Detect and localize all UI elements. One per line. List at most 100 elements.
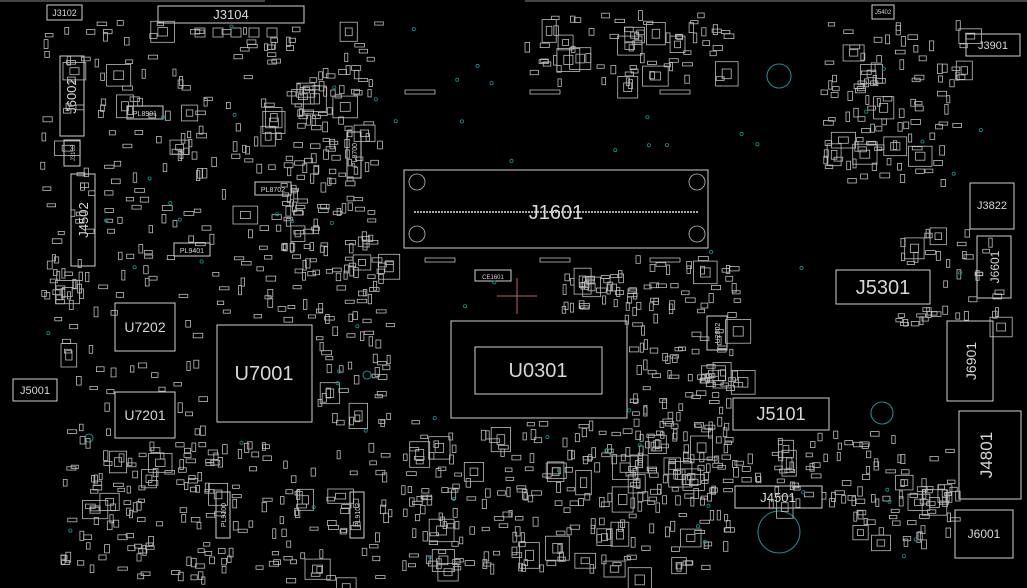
smd-pad	[214, 511, 225, 517]
smd-pad	[210, 459, 221, 466]
connector-j5001[interactable]: J5001	[12, 378, 58, 402]
inductor-pl9102[interactable]: PL9102	[349, 491, 365, 539]
inductor-pl8702[interactable]: PL8702	[254, 181, 292, 196]
connector-j6601[interactable]: J6601	[976, 235, 1012, 299]
smd-pad	[741, 465, 751, 472]
smd-pad	[231, 494, 242, 499]
smd-pad	[123, 500, 132, 505]
smd-pad	[419, 504, 426, 515]
connector-j6001[interactable]: J6001	[954, 509, 1014, 559]
smd-pad	[43, 39, 49, 49]
smd-pad	[371, 257, 383, 263]
connector-j6901[interactable]: J6901	[946, 320, 994, 402]
connector-j5402[interactable]: J5402	[871, 4, 895, 20]
smd-pad	[589, 564, 595, 574]
smd-pad	[480, 429, 487, 441]
smd-pad	[86, 29, 96, 35]
smd-pad	[709, 50, 717, 57]
smd-pad	[641, 325, 645, 336]
smd-pad	[672, 432, 678, 442]
smd-pad	[296, 503, 307, 509]
smd-pad	[885, 34, 890, 45]
smd-pad	[369, 287, 380, 292]
smd-pad	[907, 520, 917, 526]
connector-j6002-label: J6002	[64, 78, 79, 113]
smd-pad	[454, 558, 464, 563]
connector-j3102[interactable]: J3102	[46, 4, 83, 21]
connector-j6002[interactable]: J6002	[59, 55, 85, 137]
smd-pad	[662, 418, 673, 424]
smd-pad	[620, 454, 626, 462]
smd-pad-inner	[294, 230, 302, 238]
smd-pad-inner	[785, 457, 793, 469]
pad-row	[659, 89, 691, 95]
connector-j3901[interactable]: J3901	[965, 33, 1021, 57]
smd-pad	[271, 551, 279, 556]
connector-j5101[interactable]: J5101	[732, 397, 830, 431]
chip-u0301[interactable]: U0301	[450, 320, 628, 419]
smd-pad	[132, 172, 138, 183]
smd-pad	[83, 534, 92, 540]
smd-pad	[70, 209, 76, 217]
smd-pad	[465, 478, 472, 488]
smd-pad	[347, 129, 353, 138]
smd-pad	[310, 173, 315, 184]
smd-pad	[158, 386, 166, 392]
smd-pad	[683, 444, 689, 454]
smd-pad	[515, 516, 524, 521]
smd-pad	[659, 420, 665, 428]
smd-pad	[293, 141, 303, 148]
smd-pad	[504, 467, 513, 473]
smd-pad	[382, 472, 388, 483]
connector-j3822[interactable]: J3822	[969, 182, 1015, 230]
smd-pad	[563, 507, 571, 513]
inductor-pl9401[interactable]: PL9401	[173, 242, 211, 257]
smd-pad	[57, 230, 65, 236]
smd-pad	[85, 271, 90, 283]
smd-pad	[53, 269, 58, 276]
smd-pad	[177, 467, 187, 473]
smd-pad	[354, 414, 361, 423]
smd-pad	[376, 268, 385, 275]
smd-pad	[351, 88, 360, 95]
chip-u7201[interactable]: U7201	[114, 391, 176, 439]
smd-pad	[331, 154, 341, 161]
connector-j1601[interactable]: J1601	[403, 169, 709, 249]
smd-pad	[857, 486, 863, 497]
smd-pad	[873, 461, 880, 471]
smd-pad	[340, 508, 350, 515]
smd-pad	[518, 562, 523, 572]
inductor-pl8901[interactable]: PL8901	[126, 105, 164, 120]
smd-pad	[104, 190, 114, 196]
smd-pad	[925, 250, 936, 255]
smd-pad	[313, 225, 320, 235]
smd-pad	[271, 41, 276, 50]
chip-u7001[interactable]: U7001	[216, 324, 313, 423]
capacitor-ce1601[interactable]: CE1601	[474, 269, 512, 282]
connector-j5301[interactable]: J5301	[835, 269, 931, 305]
smd-pad	[914, 105, 924, 112]
chip-u7202[interactable]: U7202	[114, 302, 176, 352]
smd-pad	[93, 517, 99, 525]
connector-j3103[interactable]: J3103	[63, 139, 81, 167]
smd-pad-inner	[634, 574, 645, 586]
smd-pad	[355, 156, 364, 161]
smd-pad	[823, 155, 829, 165]
smd-pad	[262, 111, 286, 134]
smd-pad	[591, 447, 596, 459]
smd-pad	[242, 144, 247, 153]
smd-pad	[929, 227, 947, 246]
smd-pad	[873, 36, 883, 43]
smd-pad-inner	[175, 143, 184, 151]
connector-j4801[interactable]: J4801	[958, 410, 1022, 500]
smd-pad	[67, 517, 78, 523]
smd-pad	[336, 419, 345, 426]
smd-pad-inner	[312, 564, 324, 574]
smd-pad	[682, 473, 705, 491]
smd-pad	[511, 552, 523, 558]
connector-j3104[interactable]: J3104	[157, 5, 305, 24]
smd-pad	[949, 79, 955, 88]
smd-pad	[147, 480, 159, 486]
smd-pad	[296, 174, 305, 180]
smd-pad	[720, 382, 730, 387]
